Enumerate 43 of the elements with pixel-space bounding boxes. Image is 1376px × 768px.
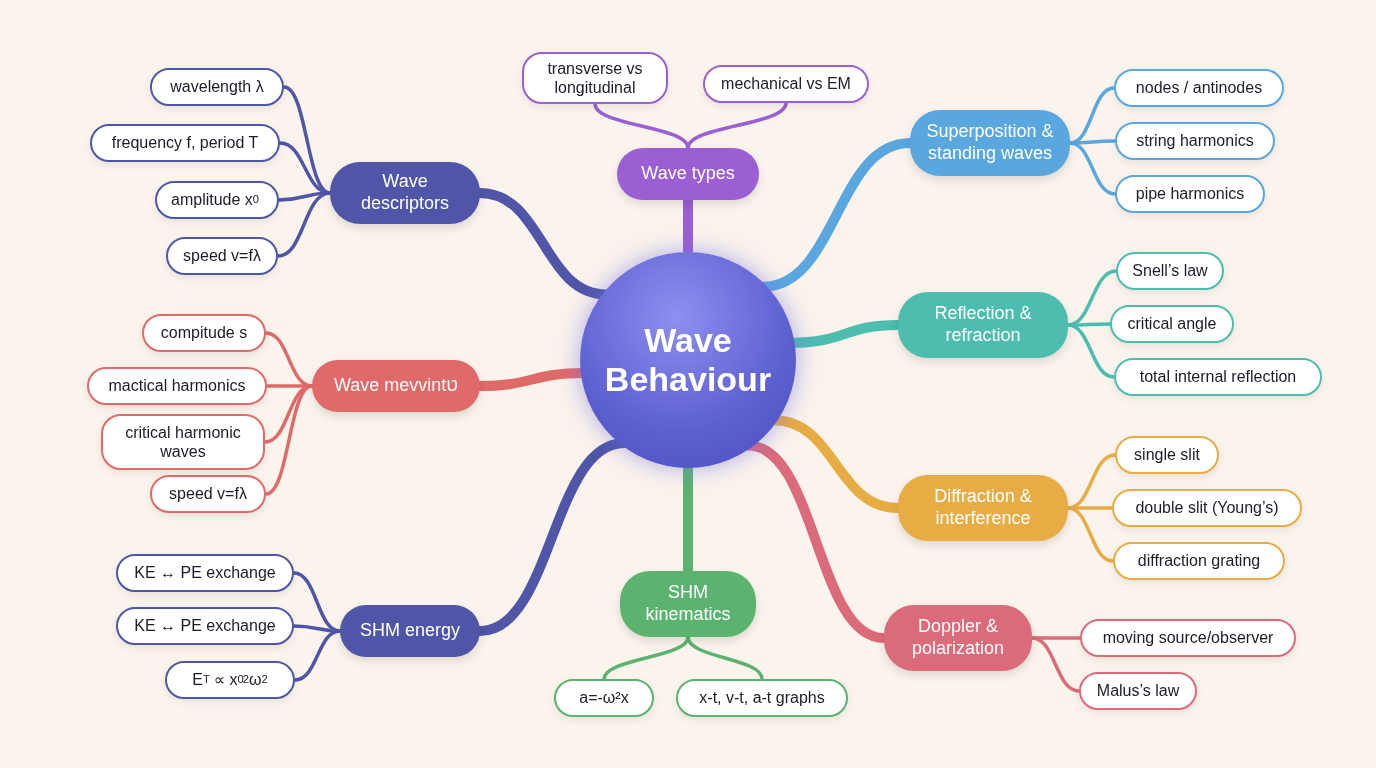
subtopic-pill: x-t, v-t, a-t graphs	[676, 679, 848, 717]
subtopic-pill: mechanical vs EM	[703, 65, 869, 103]
subtopic-pill: wavelength λ	[150, 68, 284, 106]
subtopic-pill: transverse vs longitudinal	[522, 52, 668, 104]
branch-topic: Superposition & standing waves	[910, 110, 1070, 176]
branch-topic: Doppler & polarization	[884, 605, 1032, 671]
subtopic-pill: nodes / antinodes	[1114, 69, 1284, 107]
subtopic-pill: diffraction grating	[1113, 542, 1285, 580]
subtopic-pill: KE ↔ PE exchange	[116, 554, 294, 592]
connector-line	[1066, 506, 1115, 563]
subtopic-pill: Snell’s law	[1116, 252, 1224, 290]
connector-line	[276, 191, 332, 258]
subtopic-pill: double slit (Young’s)	[1112, 489, 1302, 527]
subtopic-pill: a=-ω²x	[554, 679, 654, 717]
subtopic-pill: speed v=fλ	[166, 237, 278, 275]
subtopic-pill: string harmonics	[1115, 122, 1275, 160]
subtopic-pill: frequency f, period T	[90, 124, 280, 162]
subtopic-pill: critical harmonic waves	[101, 414, 265, 470]
branch-topic: Wave types	[617, 148, 759, 200]
connector-line	[686, 635, 764, 681]
subtopic-pill: speed v=fλ	[150, 475, 266, 513]
subtopic-pill: single slit	[1115, 436, 1219, 474]
connector-line	[602, 635, 690, 681]
subtopic-pill: Malus’s law	[1079, 672, 1197, 710]
branch-topic: Wave descriptors	[330, 162, 480, 224]
connector-line	[293, 629, 342, 682]
branch-topic: SHM kinematics	[620, 571, 756, 637]
subtopic-pill: total internal reflection	[1114, 358, 1322, 396]
subtopic-pill: mactical harmonics	[87, 367, 267, 405]
branch-topic: Wave mevvintט	[312, 360, 480, 412]
connector-line	[1068, 141, 1117, 196]
subtopic-pill: compitude s	[142, 314, 266, 352]
subtopic-pill: critical angle	[1110, 305, 1234, 343]
branch-topic: SHM energy	[340, 605, 480, 657]
connector-line	[1030, 636, 1081, 693]
connector-line	[686, 101, 788, 150]
subtopic-pill: KE ↔ PE exchange	[116, 607, 294, 645]
subtopic-pill: moving source/observer	[1080, 619, 1296, 657]
connector-line	[1066, 323, 1116, 379]
subtopic-pill: pipe harmonics	[1115, 175, 1265, 213]
central-topic-circle: Wave Behaviour	[580, 252, 796, 468]
branch-topic: Reflection & refraction	[898, 292, 1068, 358]
branch-topic: Diffraction & interference	[898, 475, 1068, 541]
